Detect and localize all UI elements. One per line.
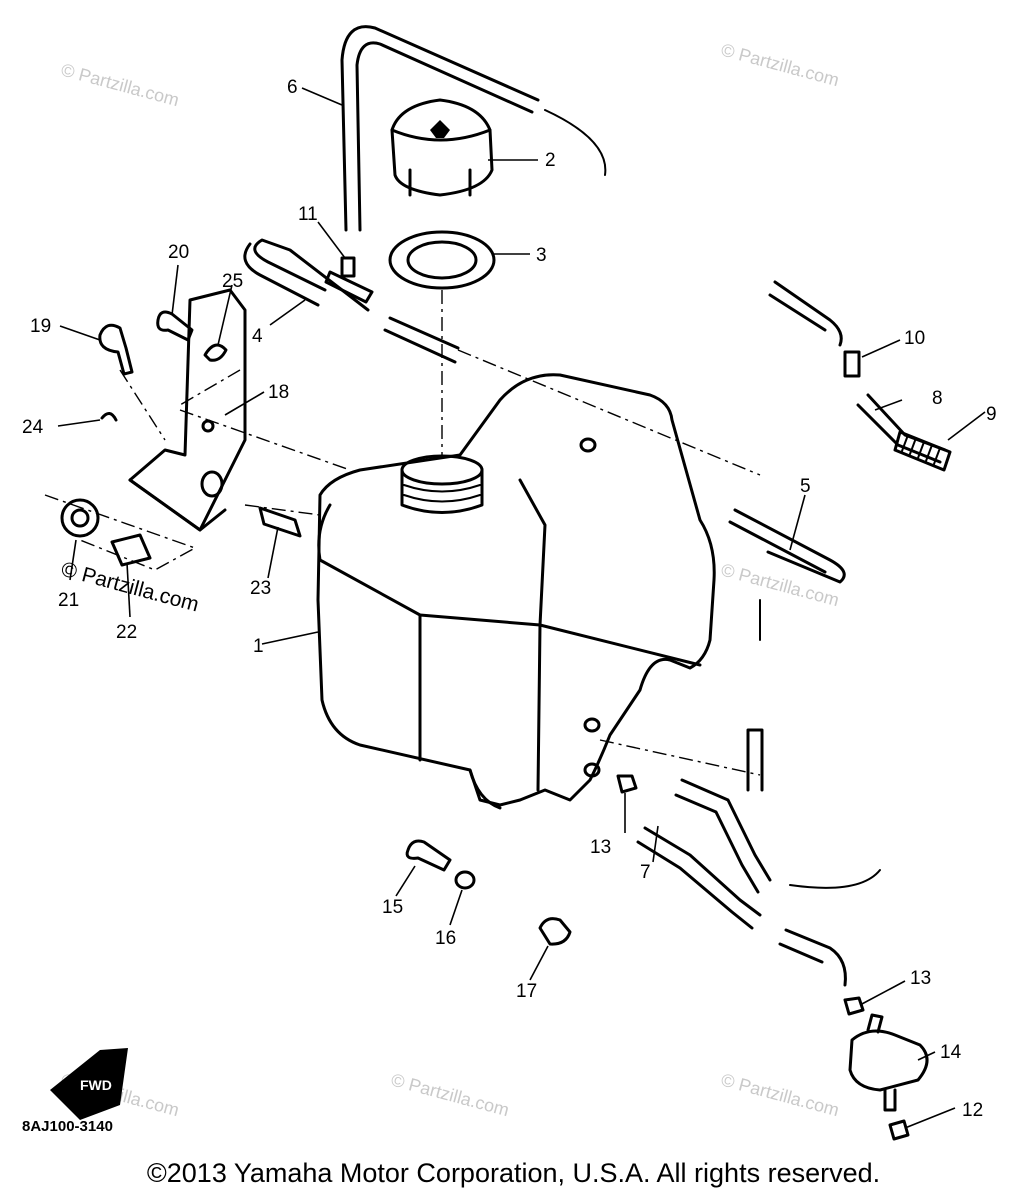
callout-label: 7 [640, 862, 651, 883]
fwd-arrow-icon: FWD [50, 1048, 128, 1120]
overflow-hose-group [768, 280, 952, 472]
tank-bracket [128, 288, 247, 532]
hose-clip [843, 996, 865, 1016]
callout-label: 23 [250, 578, 271, 599]
breather-hose [340, 25, 540, 232]
callout-label: 10 [904, 328, 925, 349]
callout-label: 20 [168, 242, 189, 263]
frame-outline [789, 869, 881, 889]
fuel-filter [848, 1013, 929, 1112]
callout-label: 22 [116, 622, 137, 643]
damper [538, 917, 572, 946]
callout-label: 13 [910, 968, 931, 989]
callout-label: 17 [516, 981, 537, 1002]
fwd-label: FWD [80, 1077, 112, 1093]
diagram-code: 8AJ100-3140 [22, 1118, 113, 1135]
callout-label: 5 [800, 476, 811, 497]
callout-label: 11 [298, 204, 318, 225]
callout-label: 15 [382, 897, 403, 918]
bolt [156, 310, 194, 342]
screw [405, 839, 452, 872]
washer [454, 870, 476, 890]
clip [203, 343, 228, 362]
callout-label: 25 [222, 271, 243, 292]
watermark: © Partzilla.com [719, 1070, 841, 1121]
callout-label: 12 [962, 1100, 983, 1121]
return-hose [728, 508, 846, 584]
cap-gasket [388, 230, 496, 290]
callout-label: 21 [58, 590, 79, 611]
watermarks: © Partzilla.com © Partzilla.com © Partzi… [59, 40, 842, 1121]
leader-lines [57, 87, 986, 1129]
callout-label: 13 [590, 837, 611, 858]
vent-hose [243, 238, 460, 364]
assembly-lines [44, 290, 761, 776]
callout-label: 8 [932, 388, 943, 409]
callout-label: 6 [287, 77, 298, 98]
copyright-notice: ©2013 Yamaha Motor Corporation, U.S.A. A… [146, 1158, 881, 1188]
callout-label: 3 [536, 245, 547, 266]
callout-labels: 1 2 3 4 5 6 7 8 9 10 11 12 13 13 14 15 1… [22, 77, 997, 1121]
callout-label: 4 [252, 326, 263, 347]
callout-label: 19 [30, 316, 51, 337]
callout-label: 18 [268, 382, 289, 403]
callout-label: 9 [986, 404, 997, 425]
callout-label: 1 [253, 636, 264, 657]
fuel-hose [636, 728, 847, 987]
watermark: © Partzilla.com [59, 60, 181, 111]
grommet [60, 498, 100, 538]
fuel-tank [316, 373, 716, 810]
frame-outline [544, 109, 607, 176]
callout-label: 16 [435, 928, 456, 949]
tank-cap [390, 98, 494, 197]
hose-clip [616, 774, 638, 794]
circlip [100, 412, 118, 422]
bolt [98, 323, 134, 376]
callout-label: 14 [940, 1042, 962, 1063]
watermark: © Partzilla.com [389, 1070, 511, 1121]
watermark: © Partzilla.com [719, 560, 841, 611]
callout-label: 24 [22, 417, 44, 438]
hose-clip [888, 1119, 910, 1141]
watermark: © Partzilla.com [719, 40, 841, 91]
grommet-hole [70, 508, 90, 528]
callout-label: 2 [545, 150, 556, 171]
pin [258, 506, 302, 538]
collar [110, 533, 152, 567]
